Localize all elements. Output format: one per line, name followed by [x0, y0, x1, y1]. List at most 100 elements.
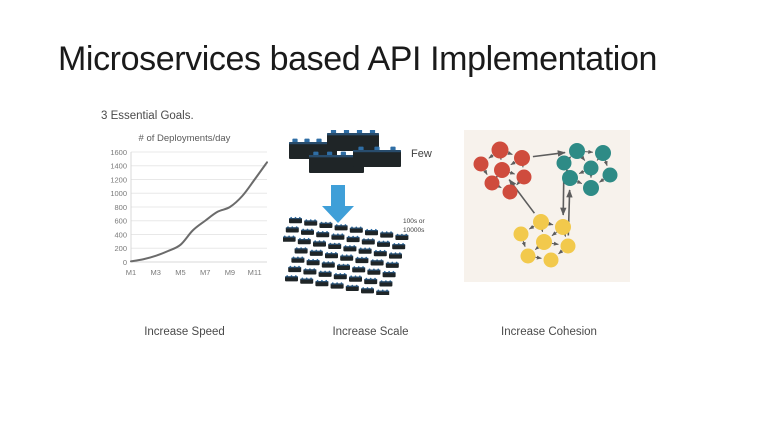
figure-increase-cohesion: [464, 130, 634, 290]
lego-brick-small: [358, 247, 372, 254]
network-edge: [548, 221, 554, 226]
chart-x-tick-label: M11: [248, 268, 262, 277]
network-node: [520, 248, 536, 264]
network-node: [484, 175, 500, 191]
chart-y-tick-label: 800: [114, 203, 127, 212]
lego-brick-small: [315, 279, 329, 287]
chart-y-tick-label: 400: [114, 230, 127, 239]
caption-increase-cohesion: Increase Cohesion: [501, 326, 597, 338]
chart-y-tick-label: 1200: [110, 175, 127, 184]
lego-brick-small: [365, 228, 378, 236]
lego-brick-small: [349, 275, 362, 282]
network-node: [502, 184, 518, 200]
network-node: [583, 180, 599, 196]
figure-increase-speed: # of Deployments/day 0 200 400 600 800 1000 12…: [97, 130, 272, 290]
lego-scale-diagram: Few 100s or 10000s: [283, 130, 432, 295]
chart-y-tick-label: 1000: [110, 189, 127, 198]
chart-x-axis-ticks: M1 M3 M5 M7 M9 M11: [126, 268, 262, 277]
network-edge: [558, 249, 564, 255]
network-node: [533, 214, 549, 230]
network-edge: [510, 160, 516, 166]
chart-x-tick-label: M3: [151, 268, 161, 277]
caption-increase-scale: Increase Scale: [332, 326, 409, 338]
chart-y-tick-label: 1600: [110, 148, 127, 157]
chart-x-tick-label: M1: [126, 268, 136, 277]
lego-brick-small: [297, 237, 311, 245]
network-edge: [488, 153, 494, 159]
lego-brick-small: [318, 270, 332, 277]
lego-brick-small: [389, 252, 402, 259]
lego-brick-small: [294, 247, 308, 254]
lego-brick-small: [337, 263, 350, 270]
large-bricks-group: [289, 130, 401, 173]
network-edges: [483, 149, 608, 260]
network-node: [562, 170, 578, 186]
lego-brick-small: [303, 268, 317, 275]
lego-brick-small: [364, 277, 378, 285]
network-edge: [551, 231, 558, 237]
lego-brick-small: [300, 277, 314, 284]
lego-brick-small: [373, 249, 387, 257]
network-edge: [496, 183, 502, 189]
chart-title: # of Deployments/day: [138, 133, 231, 144]
lego-brick-small: [331, 233, 345, 240]
chart-y-tick-label: 0: [123, 258, 127, 267]
network-node: [491, 141, 509, 159]
lego-brick-small: [343, 245, 357, 252]
caption-increase-speed: Increase Speed: [144, 326, 225, 338]
small-bricks-group: [283, 216, 409, 295]
lego-brick-small: [321, 261, 335, 268]
network-edge: [516, 180, 522, 186]
lego-brick-large: [353, 146, 401, 167]
network-node: [595, 145, 611, 161]
slide-subtitle: 3 Essential Goals.: [101, 110, 194, 122]
chart-x-tick-label: M7: [200, 268, 210, 277]
network-node: [602, 167, 618, 183]
lego-brick-small: [382, 270, 396, 278]
down-arrow-icon: [322, 185, 354, 223]
network-node: [516, 169, 532, 185]
lego-brick-small: [313, 240, 326, 247]
network-edge: [603, 160, 608, 167]
lego-label-many-line1: 100s or: [403, 218, 426, 225]
network-node: [555, 219, 571, 235]
cohesion-network-graph: [464, 130, 630, 282]
lego-brick-small: [379, 280, 393, 287]
lego-label-few: Few: [411, 148, 432, 160]
lego-brick-large: [327, 130, 379, 151]
lego-brick-small: [288, 265, 302, 273]
lego-brick-small: [346, 235, 360, 243]
network-edge: [509, 170, 516, 175]
network-edge: [578, 169, 585, 175]
network-node: [473, 156, 489, 172]
lego-brick-small: [306, 258, 320, 266]
chart-data-line: [130, 161, 268, 263]
lego-brick-small: [330, 282, 344, 289]
lego-brick-small: [285, 275, 298, 282]
lego-brick-small: [352, 266, 366, 273]
lego-label-many-line2: 10000s: [403, 227, 425, 234]
network-node: [569, 143, 585, 159]
figure-increase-scale: Few 100s or 10000s: [283, 130, 458, 295]
network-node: [514, 150, 530, 166]
network-node: [494, 162, 510, 178]
lego-brick-small: [392, 243, 406, 250]
chart-x-tick-label: M9: [225, 268, 235, 277]
network-edge: [599, 177, 605, 183]
lego-brick-small: [291, 256, 305, 263]
lego-brick-small: [333, 273, 347, 280]
network-edge: [528, 224, 535, 230]
lego-brick-small: [370, 259, 384, 266]
network-edge: [534, 245, 541, 250]
network-edge: [483, 169, 488, 175]
chart-y-tick-label: 200: [114, 244, 127, 253]
chart-x-tick-label: M5: [175, 268, 185, 277]
lego-brick-small: [301, 228, 314, 235]
lego-brick-small: [367, 268, 381, 275]
chart-y-tick-label: 600: [114, 217, 127, 226]
lego-brick-small: [304, 219, 318, 226]
figures-row: # of Deployments/day 0 200 400 600 800 1000 12…: [0, 130, 768, 305]
network-edge: [507, 151, 513, 155]
